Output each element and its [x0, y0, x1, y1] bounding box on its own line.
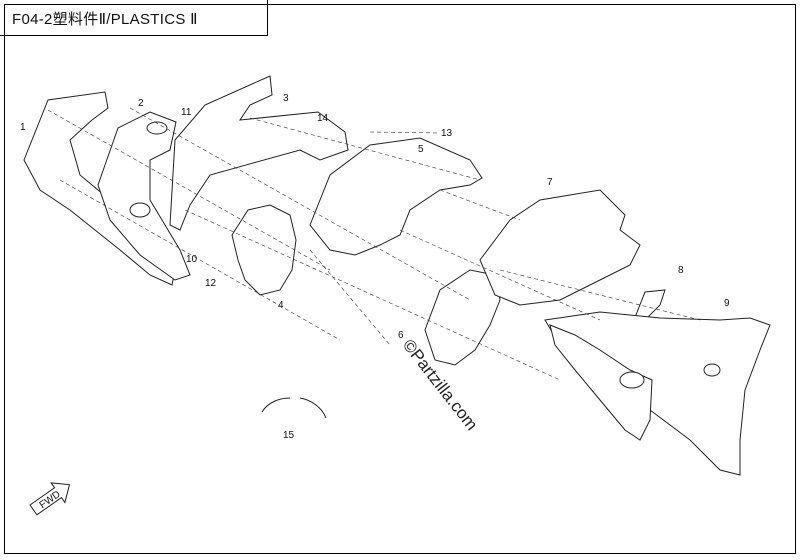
- part-2-hole-icon: [129, 202, 151, 218]
- callout-4: 4: [278, 300, 284, 311]
- part-15-clip-left: [261, 397, 291, 413]
- callout-12: 12: [205, 278, 217, 289]
- callout-8: 8: [678, 265, 684, 276]
- callout-2: 2: [138, 98, 144, 109]
- part-4-bracket: [231, 204, 297, 296]
- part-15-clip-right: [299, 397, 327, 419]
- part-10-side-panel: [549, 324, 653, 441]
- callout-5: 5: [418, 144, 424, 155]
- callout-labels: 1 2 3 4 5 6 7 8 9 10 11 12 13 14 15: [20, 93, 730, 441]
- part-10-vent-icon: [619, 371, 645, 389]
- part-9-rear-fairing: [544, 311, 771, 476]
- callout-15: 15: [283, 430, 295, 441]
- callout-6: 6: [398, 330, 404, 341]
- callout-10: 10: [186, 254, 198, 265]
- callout-3: 3: [283, 93, 289, 104]
- part-2-inner-panel: [97, 111, 191, 281]
- callout-1: 1: [20, 122, 26, 133]
- fwd-arrow-icon: FWD: [29, 482, 71, 516]
- callout-13: 13: [441, 128, 453, 139]
- callout-7: 7: [547, 177, 553, 188]
- part-7-rear-panel: [479, 189, 641, 306]
- part-3-upper-cowl: [169, 75, 349, 231]
- part-5-side-panel: [309, 137, 483, 256]
- callout-14: 14: [317, 113, 329, 124]
- callout-11: 11: [181, 107, 192, 118]
- part-9-hole-icon: [703, 363, 721, 377]
- page-title: F04-2塑料件Ⅱ/PLASTICS Ⅱ: [12, 11, 198, 28]
- leader-lines: [47, 107, 701, 381]
- callout-9: 9: [724, 298, 730, 309]
- part-2-vent-icon: [146, 121, 168, 135]
- title-box: F04-2塑料件Ⅱ/PLASTICS Ⅱ: [0, 0, 268, 36]
- part-6-lower-cover: [424, 269, 501, 366]
